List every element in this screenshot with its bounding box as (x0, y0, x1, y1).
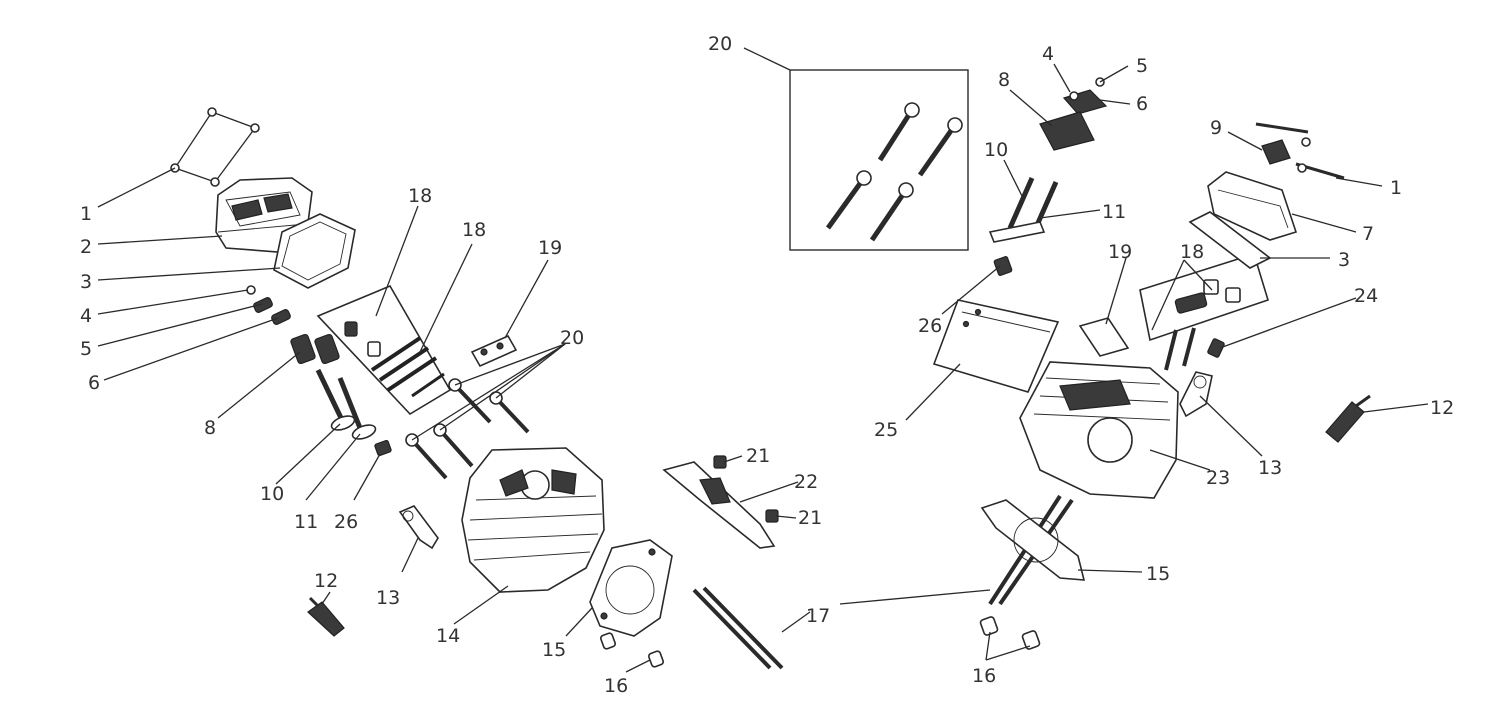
callout-19-right: 19 (1108, 241, 1132, 263)
callout-5-right: 5 (1136, 55, 1148, 77)
callout-19-left: 19 (538, 237, 562, 259)
part-19-guide-plate-right (1078, 317, 1130, 357)
callout-6-right: 6 (1136, 93, 1148, 115)
callout-3-right: 3 (1338, 249, 1350, 271)
callout-12-left: 12 (314, 570, 338, 592)
callout-2-left: 2 (80, 236, 92, 258)
part-1-bolts-left (170, 107, 260, 187)
callout-10-right: 10 (984, 139, 1008, 161)
callout-26-right: 26 (918, 315, 942, 337)
part-12-spark-plug-right (1325, 394, 1371, 443)
callout-1-left: 1 (80, 203, 92, 225)
callout-14-left: 14 (436, 625, 460, 647)
part-1-bolts-right (1255, 122, 1345, 180)
callout-24-right: 24 (1354, 285, 1378, 307)
part-8-valve-springs-right (1039, 111, 1095, 151)
part-9-breather-right (1261, 139, 1291, 165)
callout-9-right: 9 (1210, 117, 1222, 139)
callout-8-right: 8 (998, 69, 1010, 91)
part-8-valve-springs-left (290, 333, 340, 365)
callout-21a: 21 (746, 445, 770, 467)
callout-20-right: 20 (708, 33, 732, 55)
callout-18-right: 18 (1180, 241, 1204, 263)
part-16-dowels-left (600, 632, 664, 668)
part-3-cover-gasket-left (273, 213, 356, 289)
callout-18a-left: 18 (408, 185, 432, 207)
part-14-cylinder-head-left (461, 447, 605, 593)
part-15-head-gasket-left (589, 539, 673, 637)
part-26-seal-left (374, 439, 392, 457)
callout-7-right: 7 (1362, 223, 1374, 245)
callout-1-right: 1 (1390, 177, 1402, 199)
part-20-head-bolts-box (789, 69, 969, 251)
callout-13-left: 13 (376, 587, 400, 609)
callout-16-left: 16 (604, 675, 628, 697)
callout-4-left: 4 (80, 305, 92, 327)
callout-25-right: 25 (874, 419, 898, 441)
part-16-dowels-right (979, 616, 1041, 650)
part-19-guide-plate-left (470, 334, 518, 368)
part-7-valve-cover-right (1207, 171, 1298, 241)
callout-3-left: 3 (80, 271, 92, 293)
part-4-5-6-retainers-left (246, 285, 291, 325)
part-12-spark-plug-left (307, 596, 345, 637)
part-13-lift-bracket-left (398, 505, 439, 550)
callout-21b: 21 (798, 507, 822, 529)
callout-26-left: 26 (334, 511, 358, 533)
callout-20-left: 20 (560, 327, 584, 349)
leader-lines (97, 47, 1429, 673)
part-24-fitting-right (1207, 338, 1225, 358)
callout-5-left: 5 (80, 338, 92, 360)
callout-23-right: 23 (1206, 467, 1230, 489)
callout-11-right: 11 (1102, 201, 1126, 223)
callout-6-left: 6 (88, 372, 100, 394)
part-20-head-bolts-left (405, 378, 530, 480)
callout-13-right: 13 (1258, 457, 1282, 479)
part-23-cylinder-head-right (1019, 361, 1179, 499)
callout-10-left: 10 (260, 483, 284, 505)
callout-22: 22 (794, 471, 818, 493)
callout-16-right: 16 (972, 665, 996, 687)
part-25-shroud-right (932, 299, 1060, 393)
part-10-11-valves-right (988, 176, 1059, 243)
callout-labels: 1 2 3 4 5 6 8 10 11 26 18 18 19 20 13 12… (80, 33, 1454, 697)
callout-12-right: 12 (1430, 397, 1454, 419)
part-13-lift-bracket-right (1179, 371, 1213, 418)
callout-8-left: 8 (204, 417, 216, 439)
callout-11-left: 11 (294, 511, 318, 533)
part-15-head-gasket-right (980, 499, 1086, 581)
part-22-air-deflector (662, 461, 776, 549)
part-10-11-valves-left (315, 368, 377, 440)
callout-15-right: 15 (1146, 563, 1170, 585)
part-18-rocker-arms-left (316, 284, 452, 416)
part-18-rocker-arms-right (1139, 252, 1269, 371)
callout-4-right: 4 (1042, 43, 1054, 65)
callout-18b-left: 18 (462, 219, 486, 241)
callout-17: 17 (806, 605, 830, 627)
part-26-seal-right (993, 256, 1013, 276)
part-4-5-6-retainers-right (1062, 77, 1108, 115)
callout-15-left: 15 (542, 639, 566, 661)
